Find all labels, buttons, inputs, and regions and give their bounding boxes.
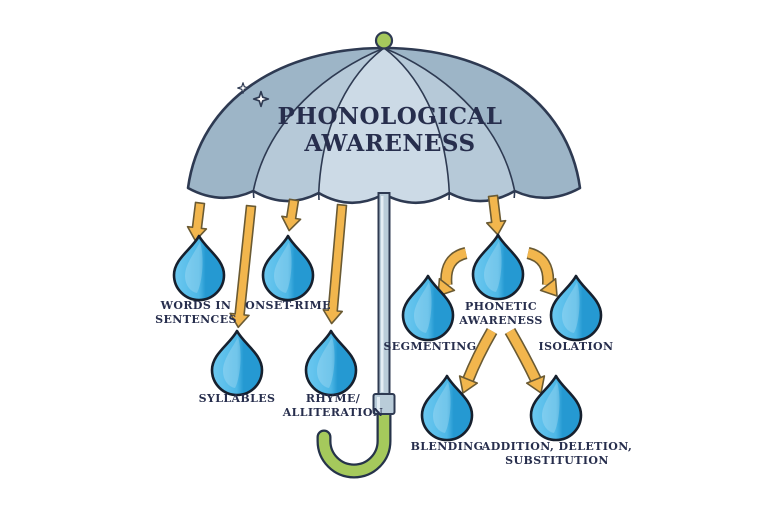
umbrella-panel-center xyxy=(318,48,450,203)
umbrella-handle-icon xyxy=(316,405,392,479)
label-addition-deletion-substitution: ADDITION, DELETION, SUBSTITUTION xyxy=(482,440,632,468)
label-line: BLENDING xyxy=(410,440,484,453)
umbrella-pole-icon xyxy=(372,192,396,415)
curved-arrow-isolation-icon xyxy=(526,247,566,303)
label-blending: BLENDING xyxy=(411,440,484,454)
label-line: SEGMENTING xyxy=(383,340,477,353)
label-line: ADDITION, DELETION, xyxy=(481,440,633,453)
label-line: WORDS IN xyxy=(160,299,232,312)
umbrella-ball-icon xyxy=(374,31,394,50)
label-line: ONSET-RIME xyxy=(245,299,331,312)
curved-arrow-addition-icon xyxy=(504,327,551,398)
droplet-syllables-icon xyxy=(210,329,264,397)
droplet-words-in-sentences-icon xyxy=(172,234,226,302)
droplet-rhyme-alliteration-icon xyxy=(304,329,358,397)
title-line-2: AWARENESS xyxy=(304,130,476,157)
diagram-title: PHONOLOGICAL AWARENESS xyxy=(277,103,502,157)
curved-arrow-segmenting-icon xyxy=(429,247,468,303)
umbrella-canopy-icon xyxy=(186,46,582,204)
label-line: ISOLATION xyxy=(538,340,614,353)
label-line: SYLLABLES xyxy=(198,392,276,405)
label-line: PHONETIC xyxy=(465,300,537,313)
curved-arrow-blending-icon xyxy=(453,327,498,398)
label-onset-rime: ONSET-RIME xyxy=(245,299,331,313)
label-rhyme-alliteration: RHYME/ ALLITERATION xyxy=(283,392,384,420)
label-line: ALLITERATION xyxy=(282,406,384,419)
label-line: SUBSTITUTION xyxy=(505,454,609,467)
title-line-1: PHONOLOGICAL xyxy=(277,103,503,130)
droplet-phonetic-awareness-icon xyxy=(471,233,525,301)
label-words-in-sentences: WORDS IN SENTENCES xyxy=(155,299,237,327)
label-segmenting: SEGMENTING xyxy=(383,340,476,354)
down-arrow-words-in-sentences-icon xyxy=(186,201,208,242)
down-arrow-phonetic-awareness-icon xyxy=(485,194,507,236)
label-line: RHYME/ xyxy=(305,392,361,405)
down-arrow-syllables-icon xyxy=(229,204,257,329)
down-arrow-onset-rime-icon xyxy=(281,198,302,232)
label-phonetic-awareness: PHONETIC AWARENESS xyxy=(459,300,542,328)
label-syllables: SYLLABLES xyxy=(199,392,276,406)
label-line: AWARENESS xyxy=(459,314,543,327)
umbrella-panel-left xyxy=(188,48,384,198)
umbrella-panel-right xyxy=(384,48,580,198)
label-isolation: ISOLATION xyxy=(539,340,614,354)
down-arrow-rhyme-alliteration-icon xyxy=(322,203,348,325)
droplet-isolation-icon xyxy=(549,274,603,342)
droplet-onset-rime-icon xyxy=(261,234,315,302)
label-line: SENTENCES xyxy=(155,313,237,326)
